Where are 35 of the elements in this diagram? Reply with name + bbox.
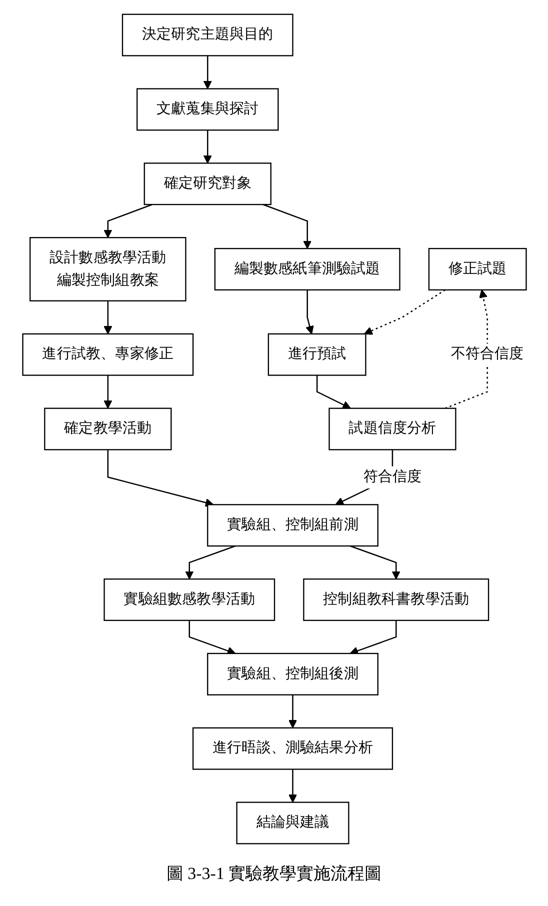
arrow xyxy=(288,694,297,728)
node-box: 實驗組、控制組前測 xyxy=(206,504,378,547)
arrow xyxy=(103,204,152,238)
arrow xyxy=(188,620,236,655)
arrow xyxy=(184,545,236,580)
arrow xyxy=(106,450,214,507)
node-box: 實驗組數感教學活動 xyxy=(103,578,275,621)
edge-label: 符合信度 xyxy=(362,469,422,485)
arrow xyxy=(202,130,212,164)
node-box: 實驗組、控制組後測 xyxy=(206,652,378,696)
arrow xyxy=(103,300,112,334)
node-box: 進行晤談、測驗結果分析 xyxy=(192,727,393,770)
arrow xyxy=(349,620,396,655)
node-box: 確定研究對象 xyxy=(143,162,271,206)
caption: 圖 3-3-1 實驗教學實施流程圖 xyxy=(166,863,382,885)
node-box: 確定教學活動 xyxy=(44,408,172,450)
arrow xyxy=(202,56,212,90)
node-box: 編製數感紙筆測驗試題 xyxy=(214,248,400,290)
node-box: 文獻蒐集與探討 xyxy=(136,88,278,131)
arrow xyxy=(262,204,312,249)
arrow xyxy=(363,289,446,335)
node-box: 結論與建議 xyxy=(236,802,349,844)
node-box: 控制組教科書教學活動 xyxy=(302,578,489,621)
node-box: 進行試教、專家修正 xyxy=(22,333,194,376)
edge-label: 不符合信度 xyxy=(450,346,524,362)
node-box: 決定研究主題與目的 xyxy=(121,14,293,56)
arrow xyxy=(316,375,350,409)
node-box: 設計數感教學活動 編製控制組教案 xyxy=(29,237,186,302)
arrow xyxy=(288,769,297,803)
node-box: 試題信度分析 xyxy=(328,408,456,450)
arrow xyxy=(349,545,400,580)
node-box: 修正試題 xyxy=(428,248,526,290)
arrow xyxy=(103,375,112,409)
arrow xyxy=(305,290,314,334)
node-box: 進行預試 xyxy=(267,333,366,376)
